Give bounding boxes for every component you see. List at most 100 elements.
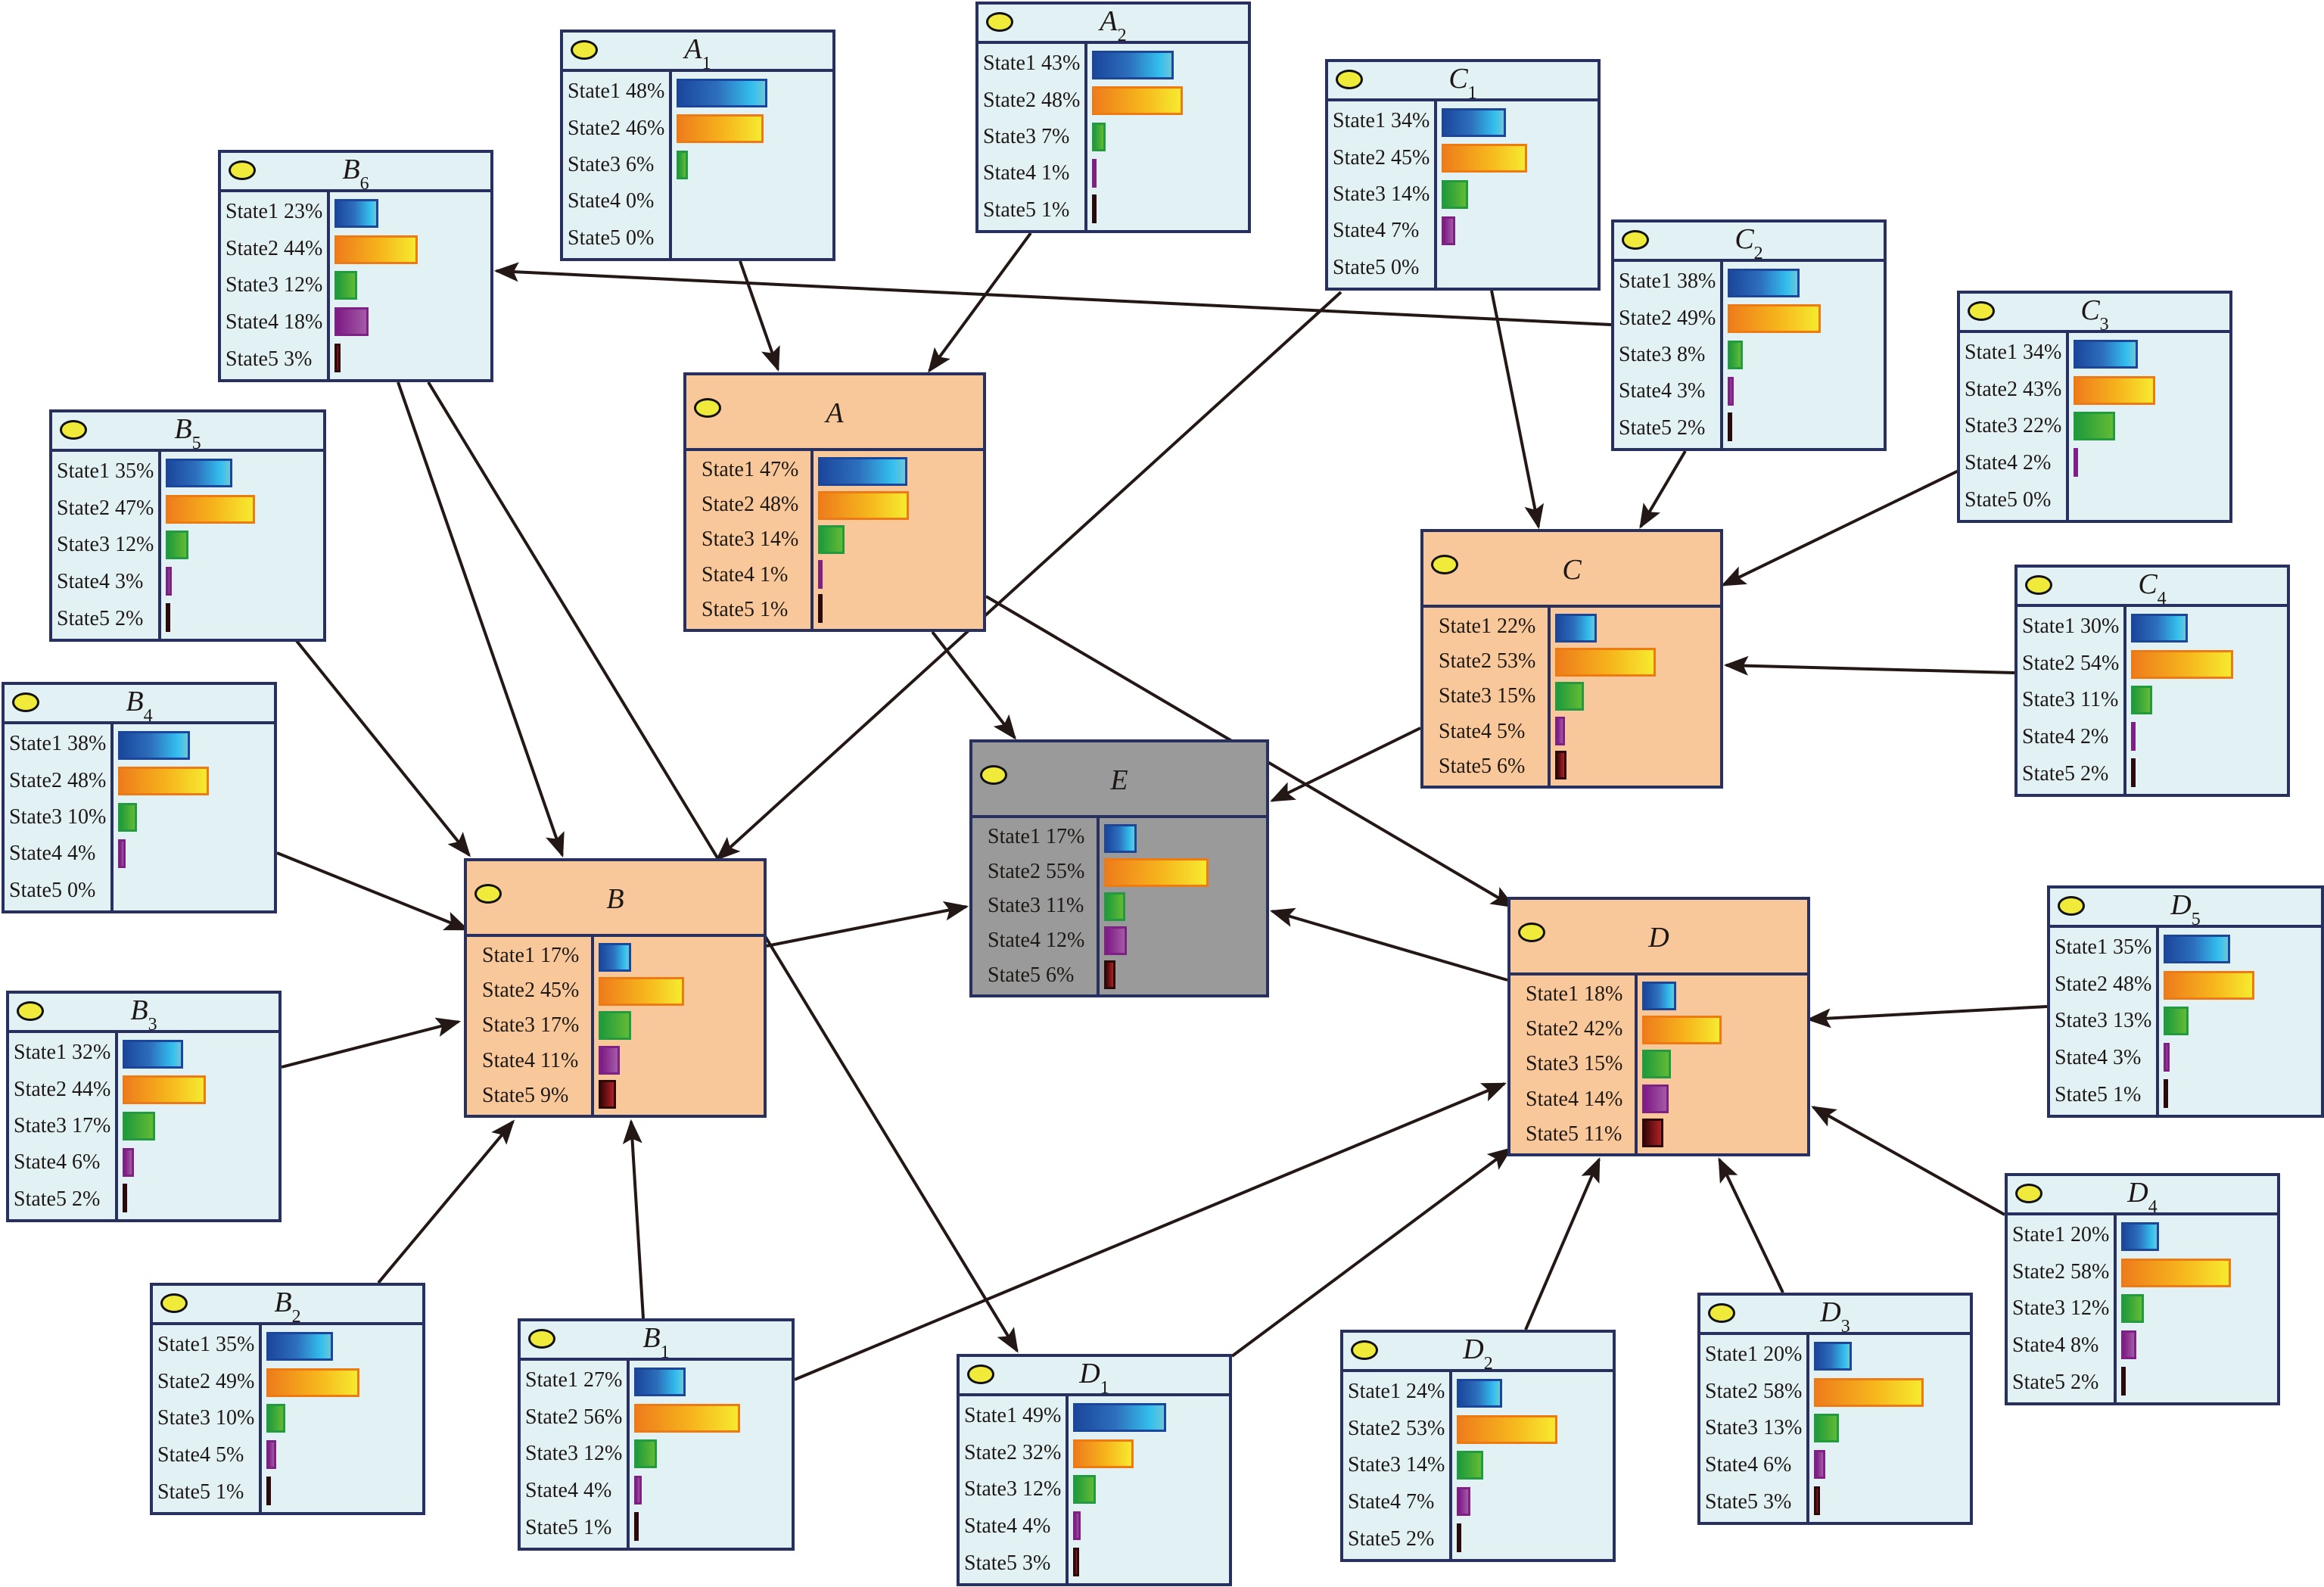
bar-row [677, 186, 828, 216]
edge-d1-to-d [1230, 1147, 1513, 1358]
node-subscript: 2 [1753, 244, 1763, 263]
state-label-4: State4 3% [57, 570, 144, 594]
probability-bar-state1 [634, 1367, 686, 1396]
probability-bar-state1 [1104, 823, 1137, 853]
state-label-2: State2 48% [2055, 972, 2152, 996]
state-label-2: State2 53% [1439, 649, 1536, 674]
bar-row [677, 222, 828, 252]
probability-bar-state2 [1728, 304, 1821, 334]
state-label-2: State2 56% [525, 1405, 623, 1429]
node-body: State1 17%State2 55%State3 11%State4 12%… [972, 818, 1266, 994]
bar-row [2131, 613, 2282, 643]
status-dot-icon [1968, 301, 1995, 321]
state-bars [1723, 262, 1884, 448]
node-title: C2 [1614, 224, 1884, 269]
probability-bar-state5 [1104, 960, 1116, 989]
bar-row [1814, 1486, 1965, 1516]
bar-row [118, 839, 269, 869]
node-title: B3 [9, 995, 278, 1040]
node-header: D2 [1343, 1333, 1613, 1374]
state-label-5: State5 11% [1526, 1122, 1622, 1146]
state-label-3: State3 7% [983, 124, 1070, 148]
probability-bar-state2 [1555, 648, 1656, 677]
probability-bar-state2 [634, 1403, 741, 1433]
state-label-4: State4 7% [1333, 219, 1420, 243]
probability-bar-state4 [2074, 448, 2079, 478]
state-label-5: State5 1% [702, 597, 789, 621]
bar-row [334, 343, 486, 373]
state-label-5: State5 3% [226, 347, 313, 371]
node-body: State1 20%State2 58%State3 13%State4 6%S… [1700, 1335, 1970, 1522]
bar-row [1092, 86, 1243, 116]
bar-row [2074, 484, 2225, 514]
probability-bar-state5 [334, 344, 341, 373]
bar-row [118, 766, 269, 796]
probability-bar-state4 [818, 559, 823, 589]
state-bars [1551, 608, 1720, 786]
state-label-3: State3 10% [9, 804, 107, 829]
state-label-1: State1 34% [1333, 109, 1430, 133]
bar-row [599, 942, 759, 972]
state-label-1: State1 24% [1348, 1380, 1445, 1404]
edge-b1-to-b [622, 1119, 645, 1319]
node-title: D2 [1343, 1334, 1613, 1379]
probability-bar-state2 [599, 977, 684, 1007]
state-labels: State1 22%State2 53%State3 15%State4 5%S… [1423, 608, 1551, 786]
state-label-4: State4 7% [1348, 1490, 1435, 1514]
node-title: A2 [978, 6, 1248, 51]
state-label-3: State3 11% [2022, 688, 2119, 712]
bar-row [1073, 1439, 1224, 1469]
probability-bar-state5 [1555, 751, 1567, 780]
node-title: B4 [5, 686, 274, 731]
bar-row [266, 1439, 418, 1470]
bar-row [166, 602, 319, 633]
state-label-5: State5 1% [157, 1480, 244, 1504]
bar-row [123, 1111, 274, 1141]
probability-bar-state5 [2164, 1079, 2169, 1109]
probability-bar-state2 [1642, 1016, 1722, 1045]
bar-row [334, 270, 486, 300]
bar-row [1442, 107, 1593, 138]
probability-bar-state1 [2121, 1221, 2160, 1251]
probability-bar-state3 [1728, 340, 1744, 369]
bar-row [1073, 1474, 1224, 1505]
probability-bar-state1 [2131, 613, 2189, 643]
state-label-1: State1 20% [1705, 1343, 1803, 1367]
state-bars [814, 451, 983, 629]
node-header: B6 [221, 153, 490, 194]
bar-row [1457, 1523, 1608, 1553]
state-label-3: State3 13% [1705, 1416, 1803, 1440]
state-label-5: State5 0% [1333, 255, 1420, 279]
node-title: B1 [521, 1323, 792, 1368]
node-header: A2 [978, 5, 1248, 45]
node-header: C3 [1960, 294, 2229, 335]
state-bars [330, 192, 490, 379]
edge-d2-to-d [1524, 1157, 1601, 1330]
status-dot-icon [967, 1365, 994, 1384]
probability-bar-state2 [2131, 649, 2234, 679]
node-title: D5 [2050, 890, 2321, 935]
node-subscript: 3 [1840, 1317, 1850, 1337]
